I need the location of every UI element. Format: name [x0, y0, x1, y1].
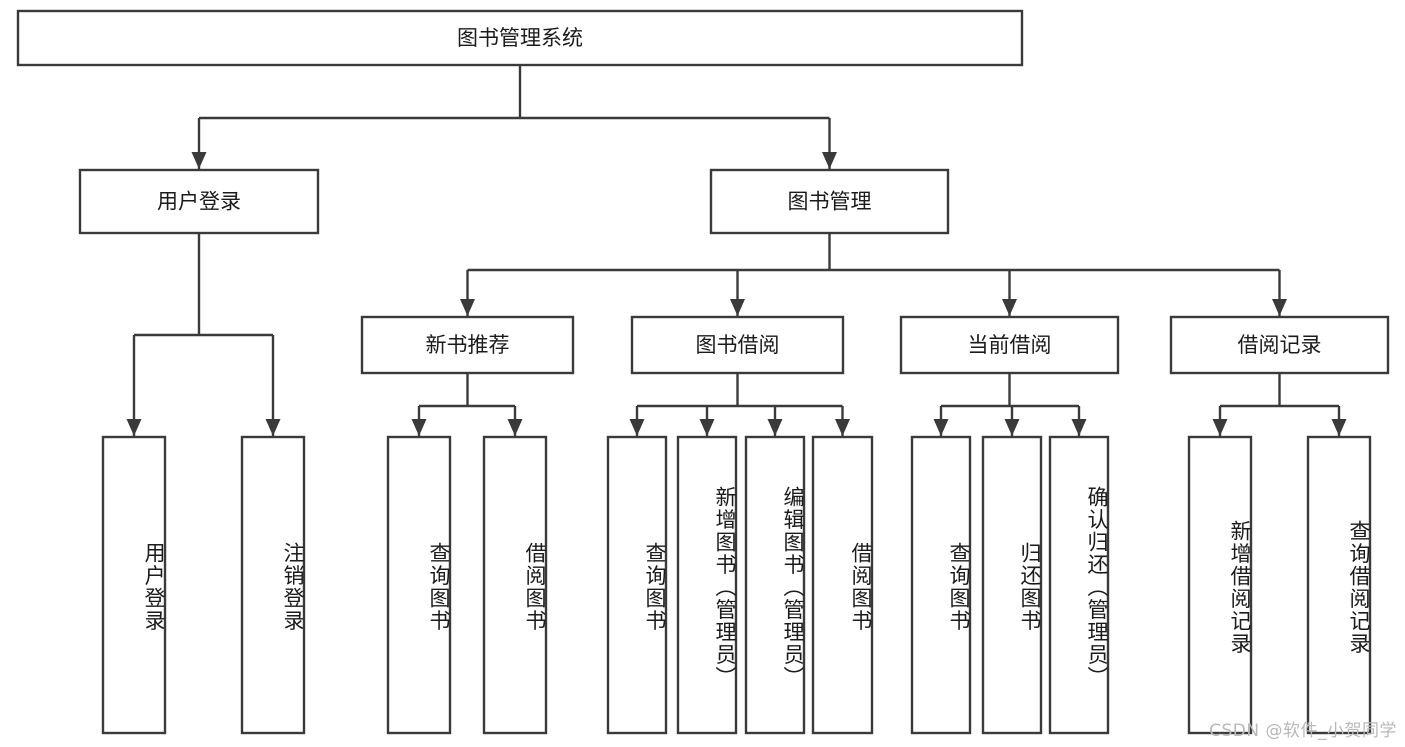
node-box-new-book-rec[interactable]	[360, 315, 575, 375]
node-label-book-manage: 图书管理	[788, 190, 872, 214]
arrow-head-icon	[460, 299, 475, 316]
node-label-current-borrow: 当前借阅	[968, 333, 1052, 357]
arrow-head-icon	[1071, 419, 1087, 436]
arrow-head-icon	[126, 419, 142, 436]
arrow-head-icon	[265, 419, 281, 436]
node-box-leaf-logout[interactable]	[240, 435, 306, 735]
node-box-leaf-query-book-3[interactable]	[910, 435, 972, 735]
arrow-head-icon	[191, 152, 207, 169]
node-box-root[interactable]	[16, 9, 1024, 67]
node-box-leaf-query-book-1[interactable]	[386, 435, 452, 735]
arrow-head-icon	[699, 419, 715, 436]
node-box-leaf-query-record[interactable]	[1306, 435, 1372, 735]
node-label-book-borrow: 图书借阅	[696, 333, 780, 357]
node-box-leaf-query-book-2[interactable]	[606, 435, 668, 735]
arrow-head-icon	[507, 419, 523, 436]
node-box-borrow-record[interactable]	[1169, 315, 1390, 375]
node-box-leaf-add-record[interactable]	[1187, 435, 1253, 735]
arrow-head-icon	[411, 419, 427, 436]
arrow-head-icon	[730, 299, 745, 316]
node-box-layer	[16, 9, 1390, 735]
arrow-head-icon	[1002, 299, 1017, 316]
node-box-user-login[interactable]	[78, 168, 320, 235]
node-box-book-manage[interactable]	[709, 168, 950, 235]
arrow-head-icon	[933, 419, 949, 436]
node-box-book-borrow[interactable]	[630, 315, 845, 375]
arrow-head-icon	[1212, 419, 1228, 436]
arrow-head-icon	[1272, 299, 1287, 316]
node-box-leaf-confirm-return[interactable]	[1048, 435, 1110, 735]
node-box-leaf-add-book[interactable]	[676, 435, 738, 735]
watermark: CSDN @软件_小贺同学	[1209, 721, 1397, 741]
arrow-head-icon	[822, 152, 837, 169]
node-box-leaf-user-login[interactable]	[101, 435, 167, 735]
node-label-borrow-record: 借阅记录	[1238, 333, 1322, 357]
node-box-leaf-borrow-book-2[interactable]	[811, 435, 874, 735]
node-box-leaf-edit-book[interactable]	[744, 435, 806, 735]
arrow-head-icon	[629, 419, 645, 436]
node-box-leaf-borrow-book-1[interactable]	[482, 435, 548, 735]
node-label-new-book-rec: 新书推荐	[426, 333, 510, 357]
arrow-head-icon	[1331, 419, 1347, 436]
node-label-user-login: 用户登录	[157, 190, 241, 214]
node-label-root: 图书管理系统	[457, 26, 583, 50]
arrow-head-icon	[1004, 419, 1020, 436]
node-box-leaf-return-book[interactable]	[981, 435, 1043, 735]
arrow-head-icon	[767, 419, 783, 436]
connector-layer	[126, 65, 1347, 436]
node-box-current-borrow[interactable]	[899, 315, 1120, 375]
arrow-head-icon	[835, 419, 850, 436]
